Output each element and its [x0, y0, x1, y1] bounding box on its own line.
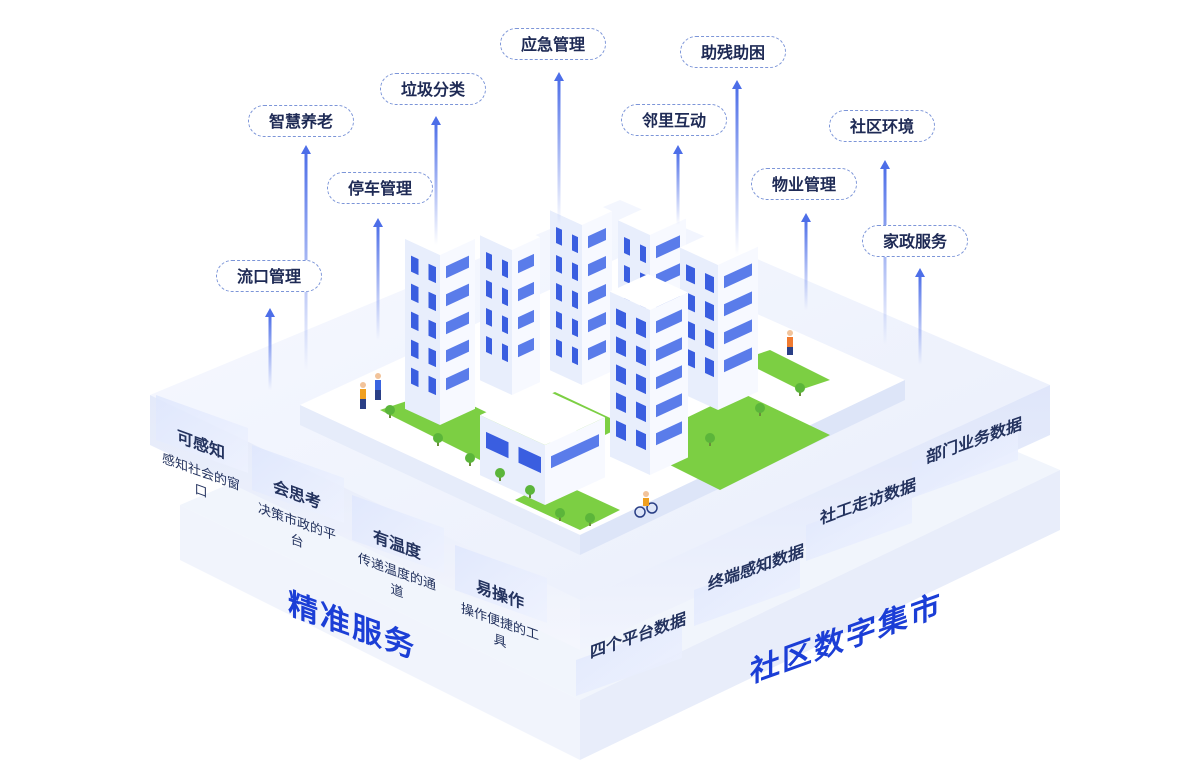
- service-pill-zhucan: 助残助困: [680, 36, 787, 68]
- tree: [495, 468, 505, 481]
- service-pill-jiazheng: 家政服务: [862, 225, 969, 257]
- service-arrow: [265, 308, 275, 390]
- tree: [585, 513, 595, 526]
- tree: [525, 485, 535, 498]
- tree: [795, 383, 805, 396]
- feature-panels: [156, 395, 547, 623]
- data-panel: [912, 424, 1018, 498]
- cyclist: [634, 491, 658, 518]
- person-2: [375, 373, 381, 400]
- building-tower-3: [550, 196, 612, 385]
- service-arrow: [673, 145, 683, 225]
- building-low-block: [480, 387, 605, 505]
- person-3: [787, 330, 793, 355]
- service-arrow: [801, 213, 811, 310]
- tree: [705, 433, 715, 446]
- service-arrow: [915, 268, 925, 365]
- tree: [433, 433, 443, 446]
- service-arrow: [732, 80, 742, 255]
- buildings: [405, 196, 758, 505]
- service-pill-shequ-huanjing: 社区环境: [829, 110, 936, 142]
- tree: [555, 508, 565, 521]
- service-arrow: [554, 72, 564, 225]
- service-arrows: [265, 72, 925, 390]
- people: [360, 330, 793, 518]
- trees: [385, 383, 805, 526]
- service-pill-linli: 邻里互动: [621, 104, 728, 136]
- service-pill-tingche: 停车管理: [327, 172, 434, 204]
- building-tower-1: [405, 222, 475, 425]
- data-panel: [576, 622, 682, 696]
- tree: [755, 403, 765, 416]
- feature-panel: [352, 495, 444, 573]
- person-1: [360, 382, 366, 409]
- service-pill-yingji: 应急管理: [500, 28, 607, 60]
- feature-panel: [156, 395, 248, 473]
- data-panel: [806, 487, 912, 561]
- building-tower-6: [610, 274, 688, 475]
- feature-panel: [252, 445, 344, 523]
- tree: [385, 405, 395, 418]
- service-pill-laji: 垃圾分类: [380, 73, 487, 105]
- service-pill-wuye: 物业管理: [751, 168, 858, 200]
- service-pill-liukou: 流口管理: [216, 260, 323, 292]
- data-panels: [576, 424, 1018, 696]
- feature-panel: [455, 545, 547, 623]
- data-panel: [694, 552, 800, 626]
- building-tower-2: [480, 222, 540, 395]
- building-tower-5: [680, 229, 758, 410]
- service-arrow: [431, 116, 441, 245]
- tree: [465, 453, 475, 466]
- service-arrow: [373, 218, 383, 340]
- service-pill-zhihui-yanglao: 智慧养老: [248, 105, 355, 137]
